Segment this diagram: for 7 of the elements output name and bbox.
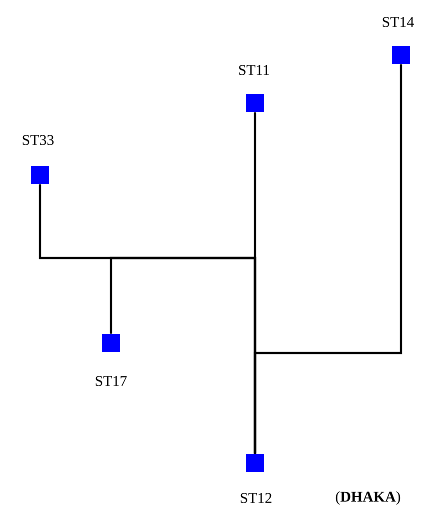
connector-line (254, 64, 402, 454)
station-label: ST11 (239, 64, 270, 76)
station-label: ST14 (382, 16, 414, 28)
city-label: (DHAKA) (336, 491, 400, 505)
station-label: ST12 (240, 492, 272, 504)
station-label: ST17 (96, 376, 127, 386)
station-label: ST33 (22, 134, 54, 146)
